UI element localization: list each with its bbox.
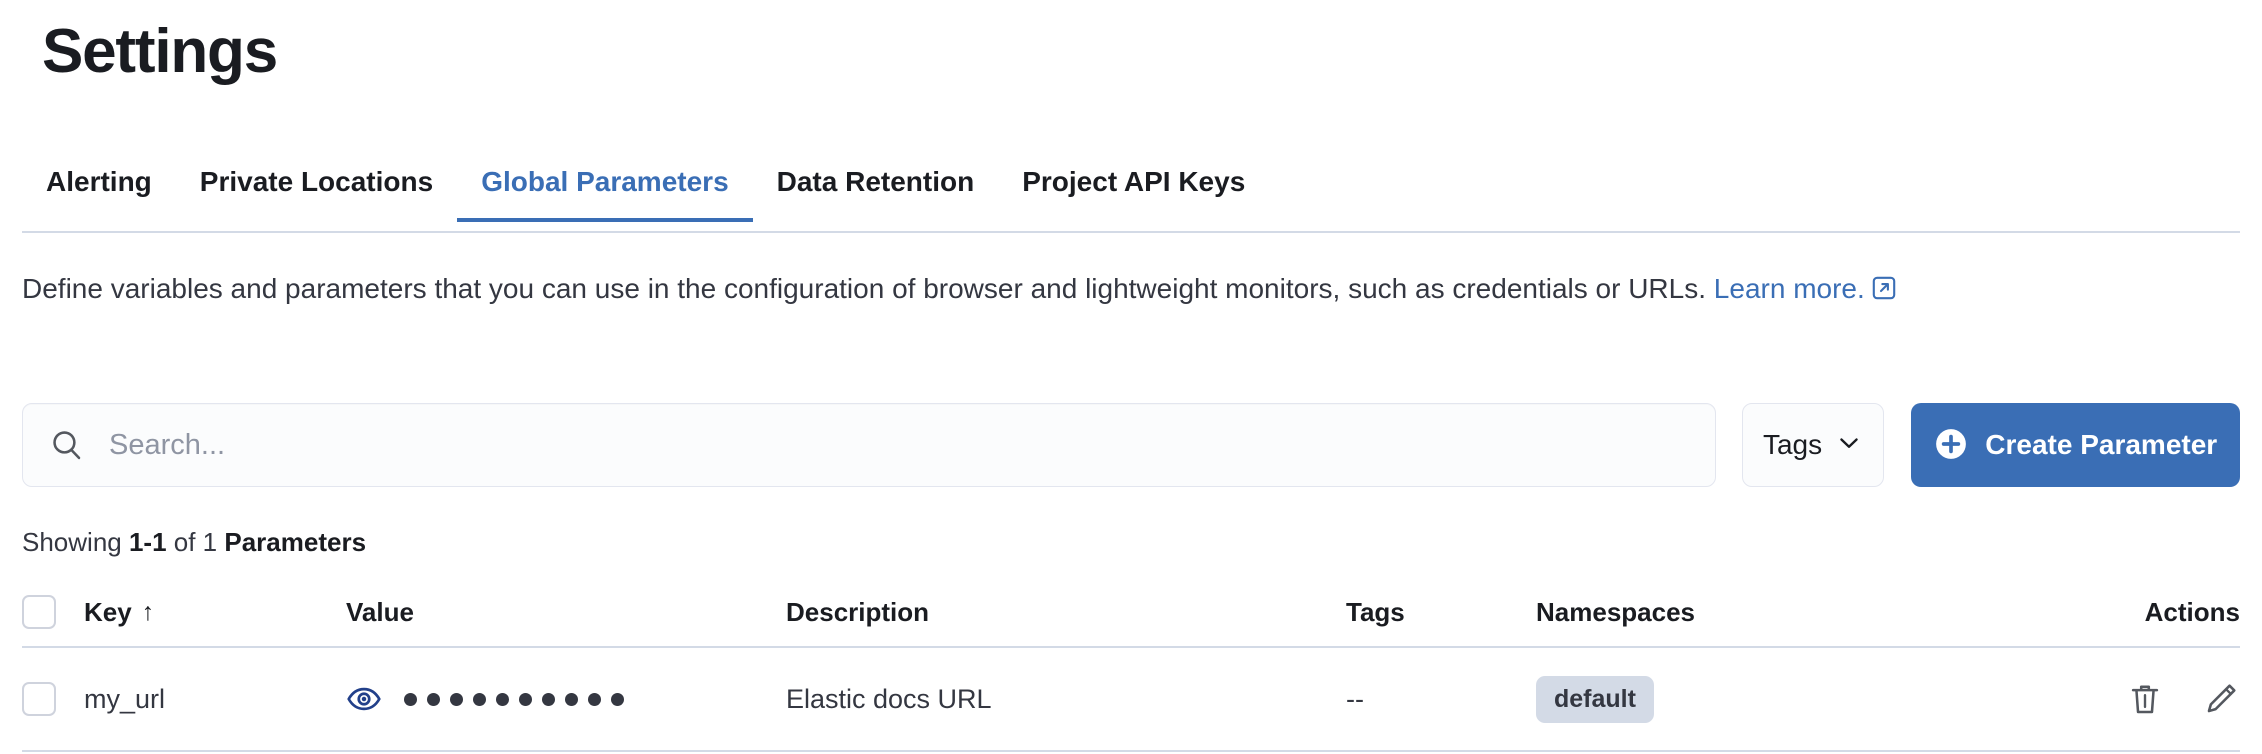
edit-icon[interactable] xyxy=(2202,680,2240,718)
results-entity: Parameters xyxy=(224,527,367,557)
row-checkbox[interactable] xyxy=(22,682,56,716)
results-prefix: Showing xyxy=(22,527,129,557)
parameter-key: my_url xyxy=(84,683,166,714)
select-all-checkbox[interactable] xyxy=(22,595,56,629)
table-row: my_url Elastic docs URL -- xyxy=(22,648,2240,752)
column-header-namespaces[interactable]: Namespaces xyxy=(1536,597,2060,628)
column-header-key[interactable]: Key ↑ xyxy=(84,597,346,628)
parameter-tags: -- xyxy=(1346,683,1364,714)
chevron-down-icon xyxy=(1835,429,1863,462)
settings-tabs: Alerting Private Locations Global Parame… xyxy=(22,160,2240,233)
tab-project-api-keys[interactable]: Project API Keys xyxy=(998,160,1269,220)
column-header-actions: Actions xyxy=(2060,597,2240,628)
cell-tags: -- xyxy=(1346,684,1536,715)
namespace-badge: default xyxy=(1536,675,1654,723)
page-title: Settings xyxy=(42,17,278,86)
search-box[interactable] xyxy=(22,403,1716,487)
select-all-cell xyxy=(22,595,84,629)
create-parameter-button[interactable]: Create Parameter xyxy=(1911,403,2240,487)
column-header-value[interactable]: Value xyxy=(346,597,786,628)
tags-filter-label: Tags xyxy=(1762,429,1823,460)
learn-more-link[interactable]: Learn more. xyxy=(1713,273,1865,304)
column-header-value-label: Value xyxy=(346,596,414,627)
masked-value xyxy=(404,692,624,706)
column-header-tags[interactable]: Tags xyxy=(1346,597,1536,628)
eye-icon[interactable] xyxy=(346,681,382,717)
arrow-up-icon: ↑ xyxy=(141,597,155,626)
tab-private-locations[interactable]: Private Locations xyxy=(176,160,457,220)
toolbar: Tags Create Parameter xyxy=(22,403,2240,487)
results-range: 1-1 xyxy=(128,527,167,557)
column-header-description[interactable]: Description xyxy=(786,597,1346,628)
column-header-actions-label: Actions xyxy=(2144,596,2240,627)
cell-namespaces: default xyxy=(1536,675,2060,723)
results-middle: of 1 xyxy=(166,527,225,557)
column-header-namespaces-label: Namespaces xyxy=(1536,596,1695,627)
cell-value xyxy=(346,681,786,717)
plus-circle-icon xyxy=(1934,427,1968,464)
results-count: Showing 1-1 of 1 Parameters xyxy=(22,527,366,558)
tab-global-parameters[interactable]: Global Parameters xyxy=(457,160,754,222)
parameters-table: Key ↑ Value Description Tags Namespaces … xyxy=(22,578,2240,752)
delete-icon[interactable] xyxy=(2126,680,2164,718)
tags-filter-button[interactable]: Tags xyxy=(1741,403,1885,487)
description-text: Define variables and parameters that you… xyxy=(22,273,1714,304)
column-header-description-label: Description xyxy=(786,596,930,627)
page-description: Define variables and parameters that you… xyxy=(22,272,2222,308)
column-header-tags-label: Tags xyxy=(1346,596,1405,627)
search-input[interactable] xyxy=(107,427,1689,463)
row-select-cell xyxy=(22,682,84,716)
tab-data-retention[interactable]: Data Retention xyxy=(753,160,999,220)
tab-alerting[interactable]: Alerting xyxy=(22,160,176,220)
external-link-icon xyxy=(1872,274,1896,308)
create-parameter-label: Create Parameter xyxy=(1985,429,2218,460)
parameter-description: Elastic docs URL xyxy=(786,683,992,714)
cell-actions xyxy=(2060,680,2240,718)
cell-key: my_url xyxy=(84,684,346,715)
search-icon xyxy=(49,427,85,463)
cell-description: Elastic docs URL xyxy=(786,684,1346,715)
table-header-row: Key ↑ Value Description Tags Namespaces … xyxy=(22,578,2240,648)
column-header-key-label: Key xyxy=(84,596,132,627)
